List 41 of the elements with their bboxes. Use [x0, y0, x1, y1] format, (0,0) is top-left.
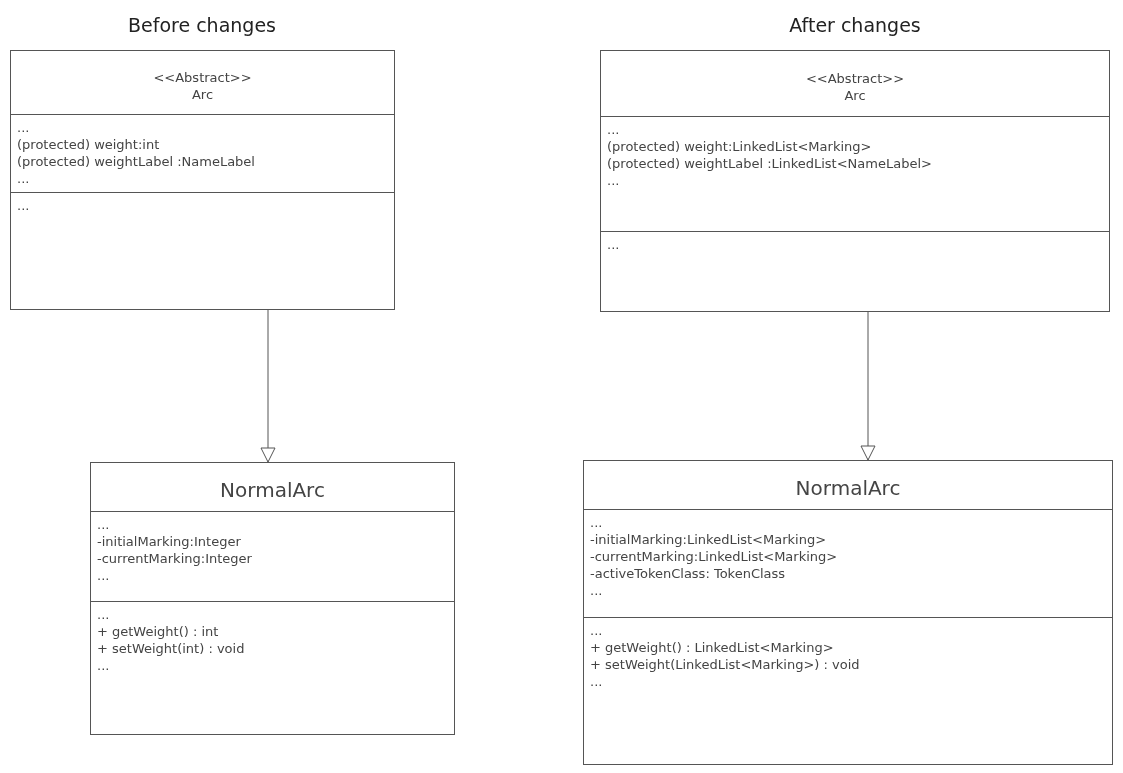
member-text: ...: [590, 582, 604, 599]
class-box: [10, 50, 395, 310]
member-text: (protected) weightLabel :NameLabel: [17, 153, 256, 170]
member-text: -activeTokenClass: TokenClass: [590, 565, 787, 582]
class-box: [600, 50, 1110, 312]
class-name: NormalArc: [795, 475, 901, 501]
member-text: ...: [607, 172, 621, 189]
member-text: -initialMarking:LinkedList<Marking>: [590, 531, 828, 548]
member-text: ...: [590, 514, 604, 531]
member-text: ...: [97, 657, 111, 674]
class-box: [583, 460, 1113, 765]
member-text: ...: [607, 236, 621, 253]
member-text: ...: [97, 606, 111, 623]
member-text: (protected) weightLabel :LinkedList<NameLabel>: [607, 155, 933, 172]
member-text: + setWeight(int) : void: [97, 640, 246, 657]
member-text: (protected) weight:int: [17, 136, 161, 153]
class-name: Arc: [191, 85, 214, 103]
member-text: + getWeight() : int: [97, 623, 220, 640]
section-heading: Before changes: [128, 14, 276, 36]
class-box: [90, 462, 455, 735]
member-text: -currentMarking:LinkedList<Marking>: [590, 548, 839, 565]
inheritance-arrow: [860, 311, 876, 461]
class-name: NormalArc: [220, 477, 325, 503]
class-name: Arc: [844, 86, 866, 104]
member-text: ...: [17, 170, 31, 187]
member-text: ...: [97, 567, 111, 584]
member-text: ...: [590, 673, 604, 690]
member-text: ...: [590, 622, 604, 639]
member-text: + setWeight(LinkedList<Marking>) : void: [590, 656, 861, 673]
member-text: ...: [17, 119, 31, 136]
inheritance-arrow: [260, 309, 276, 463]
member-text: + getWeight() : LinkedList<Marking>: [590, 639, 835, 656]
section-heading: After changes: [789, 14, 921, 36]
member-text: (protected) weight:LinkedList<Marking>: [607, 138, 873, 155]
member-text: -currentMarking:Integer: [97, 550, 253, 567]
class-name: <<Abstract>>: [805, 69, 905, 87]
class-name: <<Abstract>>: [153, 68, 252, 86]
member-text: ...: [17, 197, 31, 214]
member-text: ...: [607, 121, 621, 138]
member-text: ...: [97, 516, 111, 533]
member-text: -initialMarking:Integer: [97, 533, 242, 550]
